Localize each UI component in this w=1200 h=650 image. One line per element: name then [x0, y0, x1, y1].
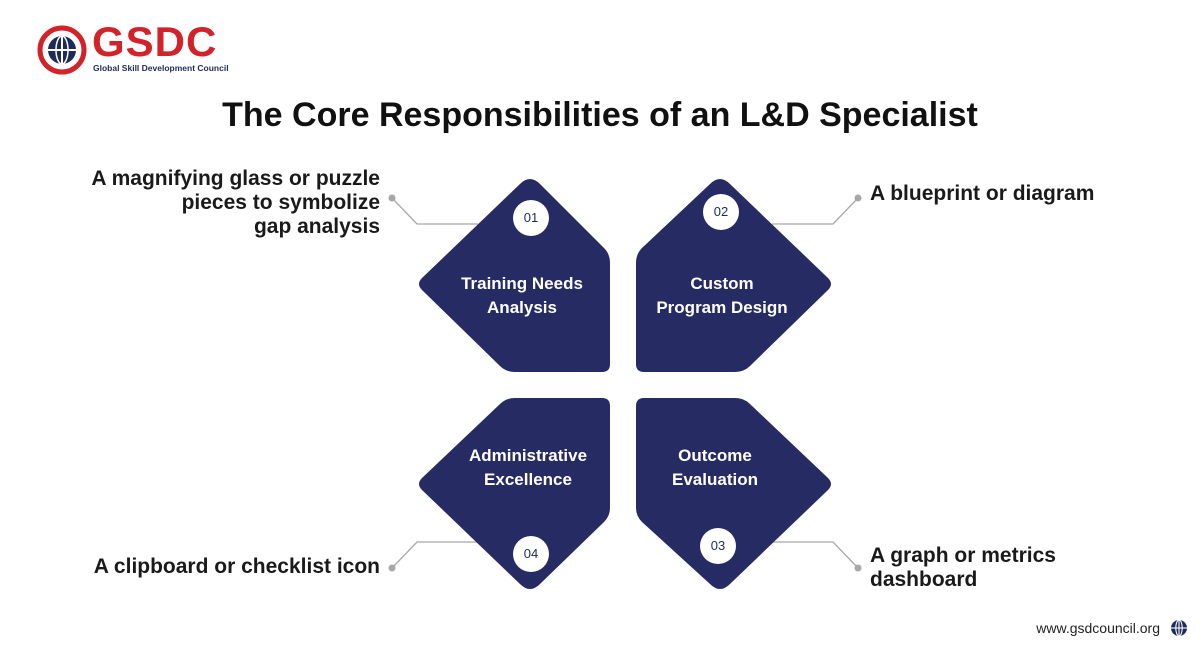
tile-01-shape — [419, 179, 610, 372]
tile-04-label: Administrative Excellence — [443, 444, 613, 492]
tile-02-shape — [636, 179, 831, 372]
hint-01-line3: gap analysis — [253, 215, 380, 238]
globe-logo-icon — [37, 25, 87, 75]
logo-wordmark: GSDC — [92, 18, 218, 65]
tile-03-line1: Outcome — [678, 446, 752, 465]
tile-01-line2: Analysis — [487, 298, 557, 317]
tile-03-shape — [636, 398, 831, 589]
hint-04: A clipboard or checklist icon — [94, 555, 380, 579]
globe-icon — [1171, 619, 1187, 637]
gsdc-logo: GSDC Global Skill Development Council — [36, 18, 236, 80]
tile-02-label: Custom Program Design — [637, 272, 807, 320]
tile-04-shape — [419, 398, 610, 589]
hint-01-line2: pieces to symbolize — [181, 191, 380, 214]
page-title: The Core Responsibilities of an L&D Spec… — [222, 96, 978, 134]
logo-subtitle: Global Skill Development Council — [93, 63, 229, 73]
tile-03-line2: Evaluation — [672, 470, 758, 489]
tile-01-line1: Training Needs — [461, 274, 583, 293]
connector-dot-01 — [388, 194, 396, 202]
connector-03 — [772, 541, 859, 569]
hint-03-line1: A graph or metrics — [870, 544, 1056, 567]
badge-01: 01 — [513, 200, 549, 236]
tile-04-line1: Administrative — [468, 446, 588, 465]
tile-04-line2: Excellence — [484, 470, 572, 489]
footer-url: www.gsdcouncil.org — [1036, 620, 1160, 636]
hint-03-line2: dashboard — [870, 568, 978, 591]
hint-02-line1: A blueprint or diagram — [870, 182, 1095, 205]
connector-01 — [391, 197, 478, 225]
connector-02 — [772, 197, 859, 225]
connector-04 — [391, 541, 478, 569]
badge-02: 02 — [703, 194, 739, 230]
hint-03: A graph or metrics dashboard — [870, 544, 1056, 592]
tile-02-line2: Program Design — [656, 298, 788, 317]
tile-02-line1: Custom — [690, 274, 754, 293]
hint-04-line1: A clipboard or checklist icon — [93, 555, 380, 578]
connector-dot-03 — [854, 564, 862, 572]
hint-01: A magnifying glass or puzzle pieces to s… — [91, 167, 380, 239]
hint-02: A blueprint or diagram — [870, 182, 1094, 206]
connector-dot-02 — [854, 194, 862, 202]
badge-04: 04 — [513, 536, 549, 572]
tile-03-label: Outcome Evaluation — [630, 444, 800, 492]
tile-01-label: Training Needs Analysis — [437, 272, 607, 320]
connector-dot-04 — [388, 564, 396, 572]
badge-03: 03 — [700, 528, 736, 564]
hint-01-line1: A magnifying glass or puzzle — [91, 167, 380, 190]
